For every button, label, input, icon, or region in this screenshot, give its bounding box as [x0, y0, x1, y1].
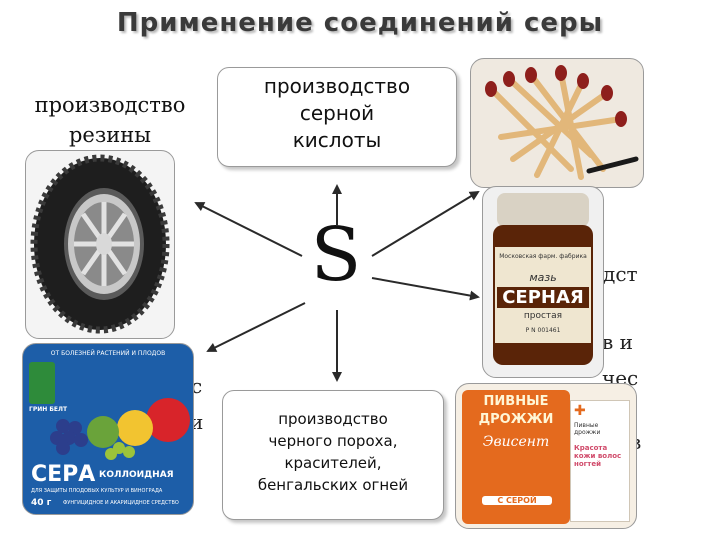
arrow-to-ointment: [371, 277, 480, 301]
fertilizer-banner: ОТ БОЛЕЗНЕЙ РАСТЕНИЙ И ПЛОДОВ: [50, 350, 166, 357]
fertilizer-foot: ФУНГИЦИДНОЕ И АКАРИЦИДНОЕ СРЕДСТВО: [63, 500, 179, 506]
arrow-to-matches: [371, 190, 480, 257]
arrow-to-fertilizer: [206, 302, 306, 352]
sulfur-symbol: S: [310, 212, 362, 298]
colloidal-sulfur-image: ОТ БОЛЕЗНЕЙ РАСТЕНИЙ И ПЛОДОВ ГРИН БЕЛТ …: [22, 343, 194, 515]
plus-icon: ✚: [574, 403, 586, 419]
arrow-to-rubber: [194, 202, 303, 257]
fruit-icon: [50, 398, 190, 460]
label-rubber-production: производство резины: [10, 90, 210, 150]
yeast-line-2: ДРОЖЖИ: [478, 412, 554, 427]
yeast-box-side: [570, 400, 630, 522]
acid-line-1: производство: [263, 74, 411, 98]
ointment-reg: Р N 001461: [525, 327, 561, 334]
fertilizer-brand: ГРИН БЕЛТ: [29, 406, 68, 413]
right-text-fragment-2: в и: [602, 330, 633, 354]
powder-line-4: бенгальских огней: [257, 476, 409, 494]
acid-line-3: кислоты: [292, 128, 382, 152]
tire-icon: [30, 154, 170, 334]
fertilizer-brand-badge: [29, 362, 55, 404]
fertilizer-sub-label: КОЛЛОИДНАЯ: [99, 470, 174, 480]
fertilizer-weight: 40 г: [31, 498, 52, 508]
matches-image: [470, 58, 644, 188]
yeast-badge: С СЕРОЙ: [482, 496, 552, 505]
brewers-yeast-image: ПИВНЫЕ ДРОЖЖИ Эвисент С СЕРОЙ ✚ Пивные д…: [455, 383, 637, 529]
acid-line-2: серной: [299, 101, 375, 125]
ointment-name-small: мазь: [529, 271, 557, 284]
label-rubber-line-1: производство: [34, 93, 186, 117]
box-black-powder: производство черного пороха, красителей,…: [222, 390, 444, 520]
yeast-box-text: Красота кожи волос ногтей: [574, 444, 622, 468]
box-sulfuric-acid: производство серной кислоты: [217, 67, 457, 167]
label-rubber-line-2: резины: [68, 123, 152, 147]
yeast-line-1: ПИВНЫЕ: [483, 394, 549, 409]
yeast-box-title: Пивные дрожжи: [574, 422, 601, 436]
matches-icon: [485, 65, 639, 180]
powder-line-3: красителей,: [284, 454, 382, 472]
powder-line-1: производство: [278, 410, 388, 428]
ointment-name: СЕРНАЯ: [497, 287, 589, 308]
powder-line-2: черного пороха,: [268, 432, 398, 450]
right-text-fragment-1: дст: [603, 262, 638, 286]
ointment-brand-line: Московская фарм. фабрика: [499, 253, 587, 260]
sulfur-ointment-image: Московская фарм. фабрика мазь СЕРНАЯ про…: [482, 186, 604, 378]
fertilizer-big-label: СЕРА: [31, 462, 96, 487]
page-title: Применение соединений серы: [116, 8, 604, 38]
ointment-sub: простая: [523, 311, 563, 321]
tire-image: [25, 150, 175, 339]
fertilizer-desc: ДЛЯ ЗАЩИТЫ ПЛОДОВЫХ КУЛЬТУР И ВИНОГРАДА: [31, 488, 163, 494]
yeast-brand: Эвисент: [482, 434, 550, 450]
left-text-fragment-1: с: [191, 374, 203, 398]
